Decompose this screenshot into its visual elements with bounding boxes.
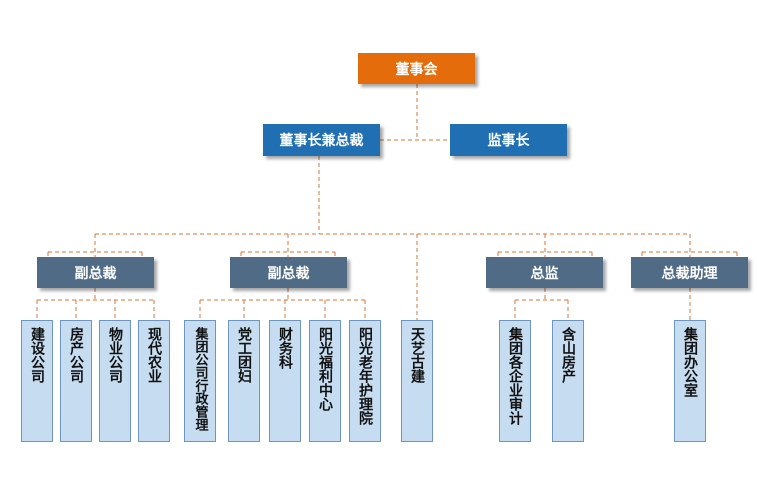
unit-group-audit: 集团各企业审计 bbox=[499, 320, 531, 442]
unit-sunshine-welfare-center: 阳光福利中心 bbox=[309, 320, 341, 442]
unit-real-estate-company: 房产公司 bbox=[60, 320, 92, 442]
vice-president-1-node: 副总裁 bbox=[37, 257, 154, 288]
unit-tianyi-ancient-architecture: 天艺古建 bbox=[401, 320, 433, 442]
unit-sunshine-elderly-care: 阳光老年护理院 bbox=[349, 320, 381, 442]
board-of-directors-node: 董事会 bbox=[358, 53, 475, 84]
unit-modern-agriculture: 现代农业 bbox=[138, 320, 170, 442]
chief-inspector-label: 总监 bbox=[530, 265, 559, 282]
ceo-assistant-node: 总裁助理 bbox=[631, 257, 748, 288]
vice-president-2-label: 副总裁 bbox=[267, 265, 310, 282]
chairman-ceo-label: 董事长兼总裁 bbox=[279, 133, 364, 149]
unit-construction-company: 建设公司 bbox=[21, 320, 53, 442]
supervisor-node: 监事长 bbox=[450, 124, 567, 156]
chairman-ceo-node: 董事长兼总裁 bbox=[263, 124, 380, 156]
supervisor-label: 监事长 bbox=[487, 133, 530, 149]
vice-president-1-label: 副总裁 bbox=[74, 265, 117, 282]
unit-property-company: 物业公司 bbox=[99, 320, 131, 442]
unit-group-administration: 集团公司行政管理 bbox=[184, 320, 216, 442]
ceo-assistant-label: 总裁助理 bbox=[661, 265, 718, 282]
chief-inspector-node: 总监 bbox=[486, 257, 603, 288]
unit-finance-section: 财务科 bbox=[269, 320, 301, 442]
vice-president-2-node: 副总裁 bbox=[230, 257, 347, 288]
unit-hanshan-real-estate: 含山房产 bbox=[552, 320, 584, 442]
unit-group-office: 集团办公室 bbox=[674, 320, 706, 442]
unit-party-union-women: 党工团妇 bbox=[228, 320, 260, 442]
board-label: 董事会 bbox=[395, 61, 438, 78]
